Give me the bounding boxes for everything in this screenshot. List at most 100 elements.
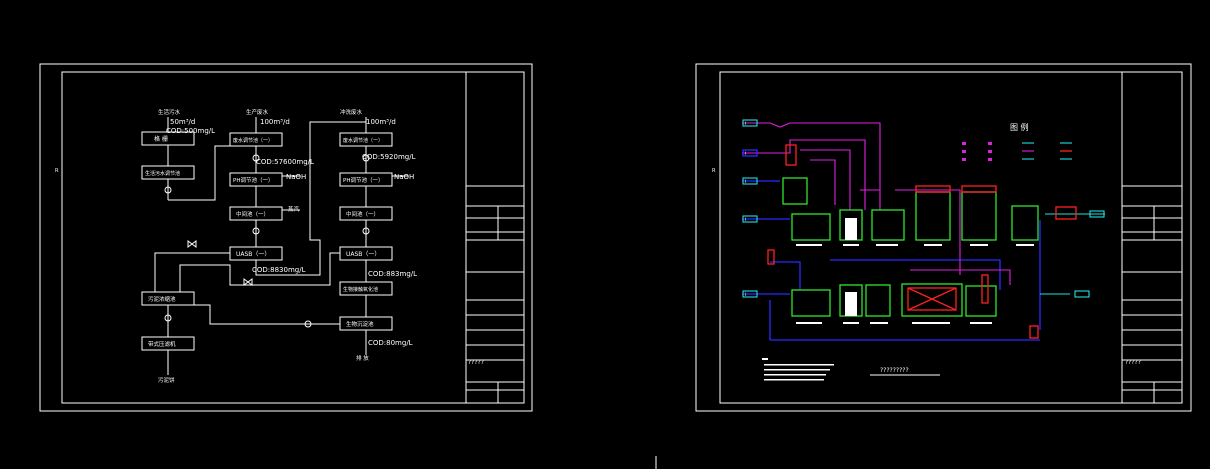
tank [871, 209, 905, 241]
naoh-a: NaOH [286, 173, 306, 181]
uasb-top [961, 185, 997, 193]
right-margin-mark: R [712, 168, 716, 174]
pump-icon [252, 227, 260, 235]
tank-caption [1016, 244, 1034, 246]
tank-caption [912, 322, 950, 324]
uasb-top [915, 185, 951, 193]
tank [915, 191, 951, 241]
box-domestic-tank-label: 生活污水调节池 [145, 170, 180, 177]
cod-final: COD:80mg/L [368, 339, 413, 347]
tank-caption [843, 322, 859, 324]
label-production-wastewater: 生产废水 [246, 108, 269, 116]
tank-caption [970, 322, 992, 324]
flow-domestic: 50m³/d [170, 118, 195, 126]
tank-caption [843, 244, 859, 246]
tanks-lower [791, 283, 997, 317]
box-ph-a-label: PH调节池（一） [233, 176, 273, 184]
tank [782, 177, 808, 205]
pump-icon [1029, 325, 1039, 339]
tank [965, 285, 997, 317]
outlet-label: 排 放 [356, 354, 369, 362]
box-screen-label: 格 栅 [154, 135, 168, 143]
steam-label: 蒸汽 [288, 205, 300, 213]
legend [962, 142, 1072, 161]
left-title-block [465, 71, 525, 404]
blower-icon [1055, 206, 1077, 220]
tank-caption [970, 244, 988, 246]
box-mid-a-label: 中间池（一） [236, 210, 269, 218]
valve-icon [187, 240, 197, 248]
box-uasb-a-label: UASB（一） [236, 251, 270, 258]
inlet-label-1: I [745, 121, 746, 126]
naoh-b: NaOH [394, 173, 414, 181]
pump-icon [252, 154, 260, 162]
tank-caption [876, 244, 898, 246]
box-sludge-tank-label: 污泥浓缩池 [148, 295, 176, 303]
tank-fill [845, 292, 857, 316]
flow-flush: 100m³/d [366, 118, 396, 126]
sludge-cake-label: 污泥饼 [158, 376, 175, 384]
left-margin-mark: R [55, 168, 59, 174]
tanks-upper [782, 177, 1039, 241]
tank [791, 289, 831, 317]
left-title-block-rows [466, 185, 524, 403]
right-pipes [742, 122, 1105, 341]
pump-icon [767, 249, 775, 265]
cod-production: COD:57600mg/L [256, 158, 314, 166]
box-adjust-b-label: 废水调节池（一） [343, 137, 383, 144]
right-title-block-rows [1122, 185, 1182, 403]
cod-uasb1-out: COD:8830mg/L [252, 266, 306, 274]
box-ph-b-label: PH调节池（一） [343, 176, 383, 184]
right-title-block-name: ????? [1125, 359, 1141, 366]
left-sheet-border [39, 63, 533, 412]
tank-caption [796, 322, 822, 324]
dosing-tank [785, 144, 797, 166]
dosing-tank [981, 274, 989, 304]
right-sheet: ????? 图 例 [695, 63, 1192, 412]
cod-uasb2-out: COD:883mg/L [368, 270, 417, 278]
legend-title: 图 例 [1010, 122, 1029, 132]
box-uasb-b-label: UASB（一） [346, 251, 380, 258]
right-title-block [1121, 71, 1183, 404]
tank-fill [845, 218, 857, 240]
label-flush-wastewater: 冲洗废水 [340, 108, 363, 116]
pump-icon [362, 154, 370, 162]
tank [791, 213, 831, 241]
inlet-label-3: I [745, 179, 746, 184]
flow-production: 100m³/d [260, 118, 290, 126]
box-filter-press-label: 带式压滤机 [148, 340, 176, 348]
box-contact-ox-label: 生物接触氧化池 [343, 286, 378, 293]
box-mid-b-label: 中间池（一） [346, 210, 379, 218]
pump-icon [362, 227, 370, 235]
left-sheet: ????? 生活污水 生产废水 冲洗废水 50m³/d 100m³/d 100m… [39, 63, 533, 412]
pump-icon [164, 186, 172, 194]
box-adjust-a-label: 废水调节池（一） [233, 137, 273, 144]
notes [762, 358, 834, 381]
section-title: ????????? [880, 367, 909, 374]
left-drawing-frame [61, 71, 525, 404]
inlet-arrows [742, 119, 1105, 298]
valve-icon [243, 278, 253, 286]
cod-domestic: COD:500mg/L [166, 127, 215, 135]
tank [865, 284, 891, 317]
tank [901, 283, 963, 317]
left-flow-lines [154, 117, 408, 375]
inlet-label-5: I [745, 292, 746, 297]
pump-icon [164, 314, 172, 322]
box-bio-settle-label: 生物沉淀池 [346, 320, 374, 328]
cod-flush: COD:5920mg/L [362, 153, 416, 161]
tank [1011, 205, 1039, 241]
right-drawing-frame [719, 71, 1183, 404]
tank-caption [870, 322, 888, 324]
right-sheet-border [695, 63, 1192, 412]
inlet-label-2: I [745, 151, 746, 156]
label-domestic-wastewater: 生活污水 [158, 108, 181, 116]
inlet-label-4: I [745, 217, 746, 222]
tank [961, 191, 997, 241]
left-title-block-name: ????? [468, 359, 484, 366]
tank-caption [796, 244, 822, 246]
tank-caption [924, 244, 942, 246]
pump-icon [304, 320, 312, 328]
filter-press-icon [907, 287, 957, 311]
